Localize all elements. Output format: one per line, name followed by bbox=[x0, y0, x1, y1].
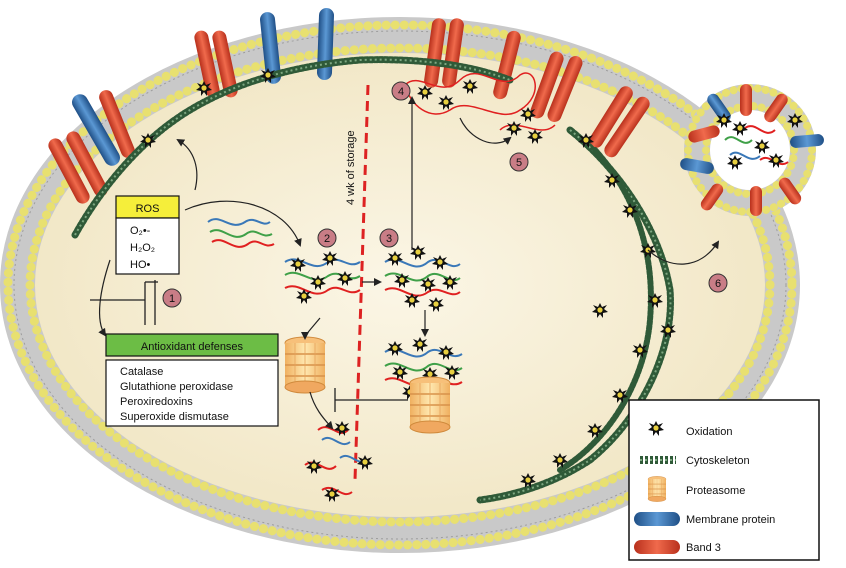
svg-text:3: 3 bbox=[386, 233, 392, 245]
antioxidant-item-4: Superoxide dismutase bbox=[120, 411, 229, 423]
antioxidant-title: Antioxidant defenses bbox=[141, 341, 244, 353]
band3-icon bbox=[634, 540, 680, 554]
oxidized-proteins-step2 bbox=[284, 251, 361, 304]
antioxidant-box: Antioxidant defenses Catalase Glutathion… bbox=[105, 333, 279, 427]
antioxidant-item-2: Glutathione peroxidase bbox=[120, 381, 233, 393]
legend-item-cytoskeleton: Cytoskeleton bbox=[640, 455, 750, 467]
band3-proteins bbox=[48, 18, 650, 204]
membrane-protein-icon bbox=[634, 512, 680, 526]
native-protein-strands bbox=[207, 218, 275, 248]
antioxidant-item-1: Catalase bbox=[120, 366, 163, 378]
legend-item-band3: Band 3 bbox=[634, 540, 721, 554]
ros-title: ROS bbox=[136, 203, 160, 215]
step-markers: 1 2 3 4 5 6 bbox=[162, 81, 728, 308]
legend-item-membrane-protein: Membrane protein bbox=[634, 512, 775, 526]
oxidized-proteins-step3 bbox=[384, 245, 461, 312]
svg-text:Band 3: Band 3 bbox=[686, 542, 721, 554]
storage-divider bbox=[353, 84, 370, 481]
ros-species-1: O₂•- bbox=[130, 225, 151, 237]
inhibition-lines bbox=[90, 280, 408, 412]
storage-label: 4 wk of storage bbox=[345, 130, 357, 205]
step-6-marker: 6 bbox=[708, 273, 728, 293]
antioxidant-item-3: Peroxiredoxins bbox=[120, 396, 193, 408]
svg-text:5: 5 bbox=[516, 157, 522, 169]
ros-box: ROS O₂•- H₂O₂ HO• bbox=[115, 195, 180, 275]
step-3-marker: 3 bbox=[379, 228, 399, 248]
svg-text:Membrane protein: Membrane protein bbox=[686, 514, 775, 526]
step-1-marker: 1 bbox=[162, 288, 182, 308]
step-5-marker: 5 bbox=[509, 152, 529, 172]
pathway-arrows bbox=[98, 96, 720, 430]
svg-text:6: 6 bbox=[715, 278, 721, 290]
svg-text:Cytoskeleton: Cytoskeleton bbox=[686, 455, 750, 467]
svg-text:4: 4 bbox=[398, 86, 404, 98]
legend-item-oxidation: Oxidation bbox=[648, 421, 732, 438]
proteasome-active bbox=[284, 336, 326, 394]
svg-text:Oxidation: Oxidation bbox=[686, 426, 732, 438]
svg-text:2: 2 bbox=[324, 233, 330, 245]
legend-item-proteasome: Proteasome bbox=[647, 476, 745, 502]
legend: Oxidation Cytoskeleton Proteasome Membra… bbox=[628, 399, 820, 561]
step-2-marker: 2 bbox=[317, 228, 337, 248]
degraded-fragments bbox=[304, 421, 373, 502]
microvesicle bbox=[680, 84, 824, 216]
step-4-marker: 4 bbox=[391, 81, 411, 101]
ros-species-2: H₂O₂ bbox=[130, 242, 155, 254]
ros-species-3: HO• bbox=[130, 259, 151, 271]
svg-text:Proteasome: Proteasome bbox=[686, 485, 745, 497]
proteasome-inhibited bbox=[409, 376, 451, 434]
svg-text:1: 1 bbox=[169, 293, 175, 305]
damaged-protein-cluster bbox=[404, 72, 556, 144]
proteasome-icon bbox=[647, 476, 667, 502]
